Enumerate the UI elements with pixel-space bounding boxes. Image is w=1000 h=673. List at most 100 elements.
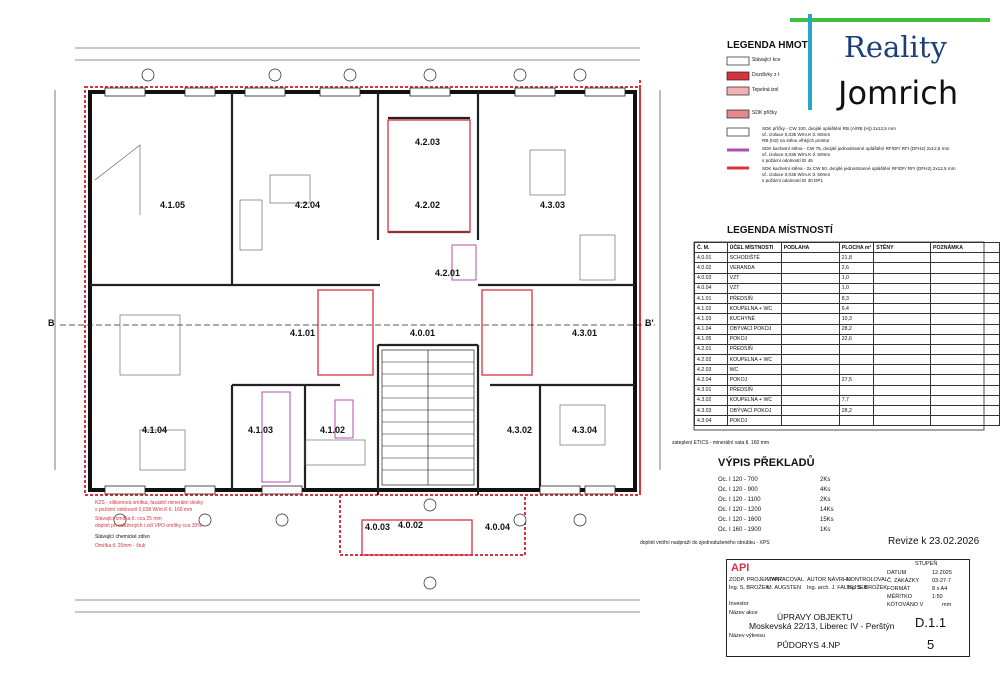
tb-name: Ing. S. BROŽEK xyxy=(847,585,888,591)
rooms-table-cell: 4.1.03 xyxy=(694,313,728,325)
rooms-table-cell: POKOJ xyxy=(726,333,782,345)
room-label: 4.0.02 xyxy=(398,520,424,530)
rooms-table-cell: KUCHYNĚ xyxy=(726,313,782,325)
tb-role: KONTROLOVAL xyxy=(847,577,888,583)
legend-hmot-item: SDK příčky xyxy=(752,110,778,116)
rooms-table-cell xyxy=(780,354,840,366)
rooms-table-cell xyxy=(780,333,840,345)
rooms-table-cell: 4.3.03 xyxy=(694,404,728,417)
rooms-table-cell: KOUPELNA + WC xyxy=(726,394,782,407)
rooms-table-cell: 4.1.04 xyxy=(694,323,728,335)
tb-project-label: Název akce xyxy=(729,610,758,616)
rooms-table-cell xyxy=(873,282,932,294)
tb-stupen: STUPEŇ xyxy=(915,561,938,567)
legend-hmot-title: LEGENDA HMOT xyxy=(727,40,808,51)
rooms-table-cell: WC xyxy=(726,364,782,376)
rooms-table-cell: 4.1.02 xyxy=(694,303,728,315)
tb-name: Ing. arch. J. FALTEJSEK xyxy=(807,585,868,591)
note-stuk: Omítka tl. 20mm - štuk xyxy=(95,543,146,549)
rooms-table-header: ÚČEL MÍSTNOSTI xyxy=(726,241,782,254)
rooms-table-cell xyxy=(873,262,932,274)
rooms-table-cell: 4.0.02 xyxy=(694,262,728,274)
legend-hmot-item: Stávající kce xyxy=(752,57,781,63)
room-label: 4.1.04 xyxy=(142,425,168,435)
rooms-table-cell: OBÝVACÍ POKOJ xyxy=(726,323,782,335)
tb-datum-label: DATUM xyxy=(887,570,907,576)
rooms-table-cell: SCHODIŠTĚ xyxy=(726,252,782,264)
room-label: 4.2.02 xyxy=(415,200,441,210)
rooms-table-cell: 8,3 xyxy=(838,292,875,305)
tb-page: 5 xyxy=(927,637,935,652)
rooms-table-cell: 6,4 xyxy=(838,303,875,315)
rooms-table-cell: 4.3.04 xyxy=(694,415,728,427)
vypis-count: 1Ks xyxy=(820,527,831,533)
rooms-table-cell xyxy=(930,394,1000,407)
rooms-table-cell xyxy=(930,323,1000,335)
tb-investor-label: Investor xyxy=(729,601,749,607)
legend-hmot-item: Tepelná izol xyxy=(752,87,779,93)
rooms-table-cell: 7,7 xyxy=(838,394,875,407)
rooms-table-cell: VZT xyxy=(726,282,782,294)
logo-line1: Reality xyxy=(844,30,947,64)
rooms-table-cell xyxy=(873,404,932,417)
rooms-table-cell xyxy=(780,404,840,417)
tb-drawing: PŮDORYS 4.NP xyxy=(777,640,841,650)
vypis-item: Oc. I 160 - 1900 xyxy=(718,527,762,533)
rooms-table-cell xyxy=(930,282,1000,294)
room-label: 4.3.04 xyxy=(572,425,598,435)
section-mark-right: B' xyxy=(645,318,654,328)
logo-blue-bar xyxy=(808,14,812,110)
legend-hmot-item: SDK kachetní stěna - 2x CW 50, dvojité j… xyxy=(762,166,956,171)
rooms-table-cell xyxy=(780,364,840,376)
legend-hmot-item: vč. izolace 0,035 W/m.K tl. 60mm xyxy=(762,172,831,177)
rooms-table-cell xyxy=(930,384,1000,396)
rooms-table-cell: 4.2.04 xyxy=(694,374,728,386)
rooms-table-cell xyxy=(930,313,1000,325)
rooms-table-cell: 28,2 xyxy=(838,404,875,417)
room-label: 4.0.04 xyxy=(485,522,511,532)
rooms-table-cell xyxy=(873,343,932,356)
rooms-table-cell xyxy=(873,333,932,345)
rooms-table-cell: 4.3.01 xyxy=(694,384,728,396)
rooms-table-cell xyxy=(838,343,875,356)
room-label: 4.2.04 xyxy=(295,200,321,210)
tb-format: 8 x A4 xyxy=(932,586,948,592)
rooms-table-cell xyxy=(930,343,1000,356)
rooms-table-cell xyxy=(780,262,840,274)
rooms-table-header: Č. M. xyxy=(694,241,728,254)
rooms-table-cell xyxy=(873,252,932,264)
tb-meritko-label: MĚŘÍTKO xyxy=(887,594,913,600)
tb-kot: mm xyxy=(942,602,952,608)
realty-logo: Reality Jomrich xyxy=(790,14,995,114)
tb-role: ZODP. PROJEKTANT xyxy=(729,577,783,583)
vypis-count: 14Ks xyxy=(820,507,834,513)
tb-datum: 12.2025 xyxy=(932,570,952,576)
rooms-table-cell xyxy=(873,313,932,325)
rooms-table-cell xyxy=(873,303,932,315)
room-label: 4.0.01 xyxy=(410,328,436,338)
legend-hmot-item: s požární odolností EI 30 DP1 xyxy=(762,178,824,183)
rooms-table-cell: 4.0.03 xyxy=(694,272,728,284)
rooms-table-cell: 22,6 xyxy=(838,333,875,345)
rooms-table-header: PODLAHA xyxy=(780,241,840,254)
title-block: API STUPEŇ DATUM 12.2025 Č. ZAKÁZKY 03-2… xyxy=(726,559,970,657)
legend-hmot-item: SDK příčky - CW 100, dvojité opláštění R… xyxy=(762,126,896,131)
tb-name: Ing. S. BROŽEK xyxy=(729,585,770,591)
rooms-table-cell xyxy=(873,292,932,305)
rooms-table-cell: 4.0.04 xyxy=(694,282,728,294)
rooms-table-cell: 27,5 xyxy=(838,374,875,386)
tb-role: AUTOR NÁVRHU xyxy=(807,577,851,583)
room-label: 4.1.03 xyxy=(248,425,274,435)
tb-name: M. AUGSTEN xyxy=(767,585,801,591)
vypis-item: Oc. I 120 - 1600 xyxy=(718,517,762,523)
rooms-table-cell xyxy=(780,415,840,427)
